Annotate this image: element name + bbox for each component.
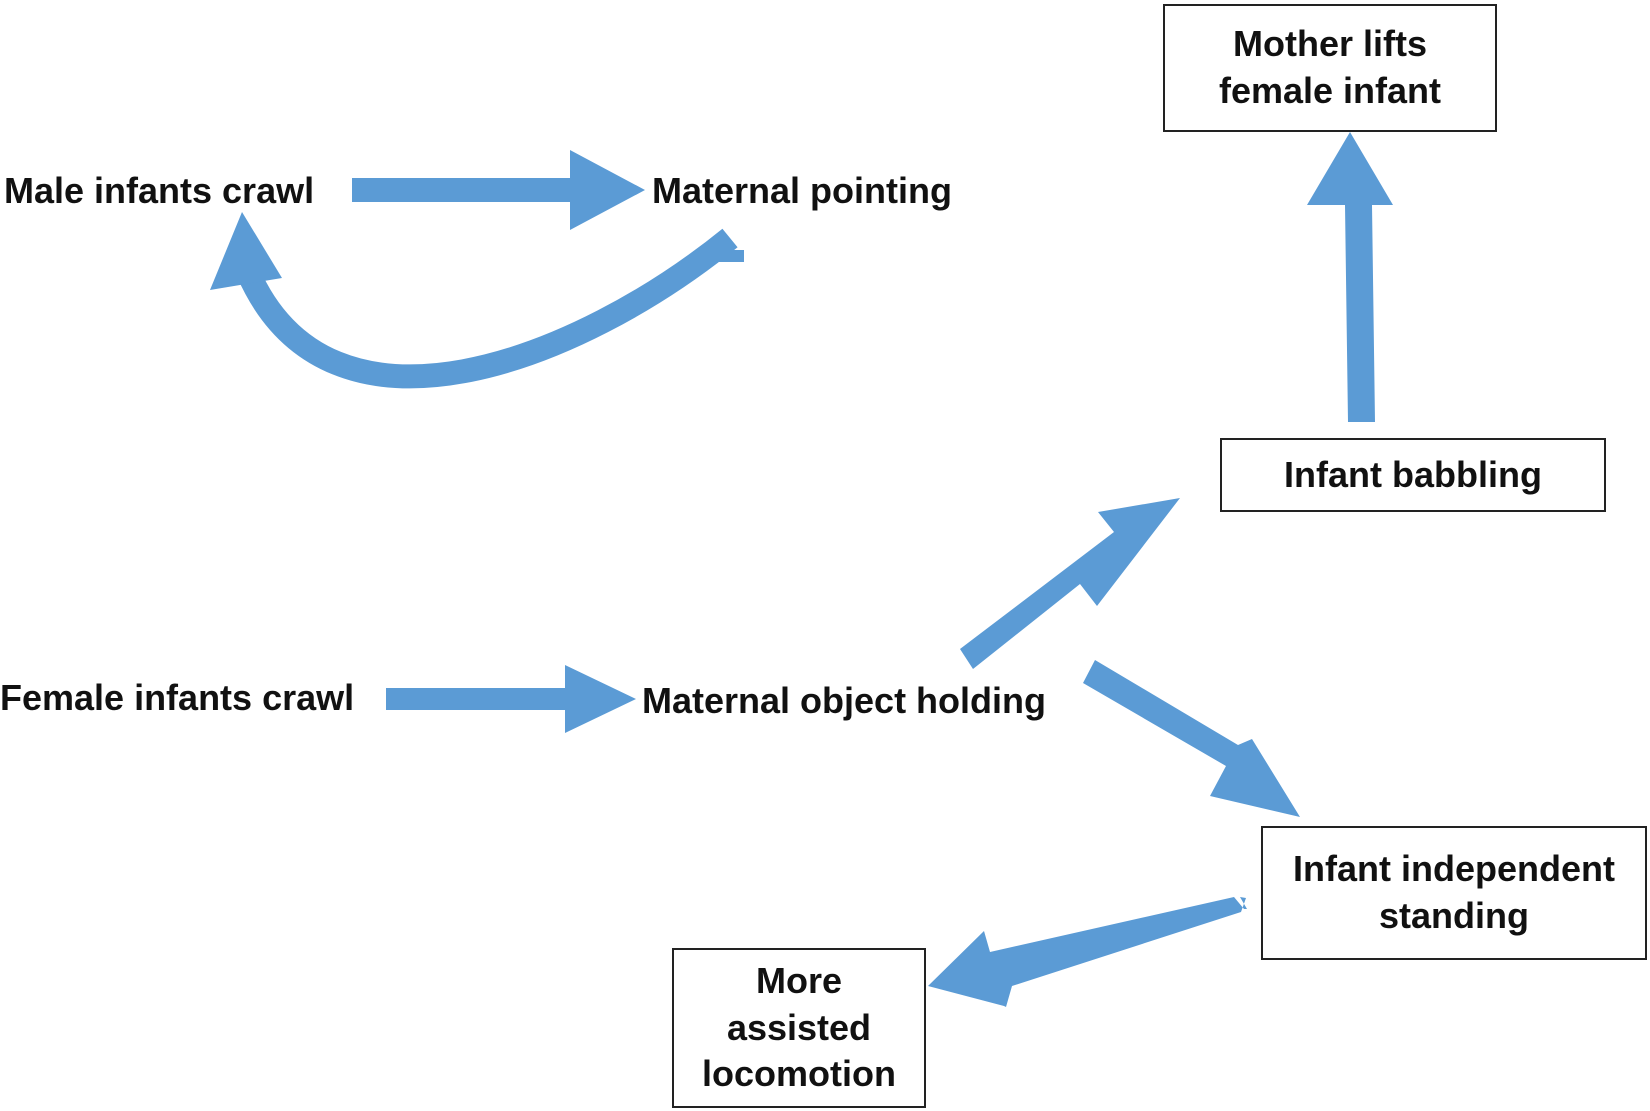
curve-pointing-to-male-crawl: [237, 228, 738, 389]
assisted-locomotion-label: More assisted locomotion: [702, 959, 896, 1095]
arrow-babbling-to-mother-lifts: [1307, 132, 1393, 422]
infant-babbling-label: Infant babbling: [1284, 453, 1542, 495]
node-mother-lifts-female-infant: Mother lifts female infant: [1163, 4, 1497, 132]
node-infant-babbling: Infant babbling: [1220, 438, 1606, 512]
node-maternal-pointing: Maternal pointing: [652, 170, 952, 211]
arrow-male-crawl-to-pointing: [352, 150, 645, 230]
node-male-infants-crawl: Male infants crawl: [4, 170, 315, 211]
arrow-standing-to-assisted-locomotion: [928, 897, 1247, 1007]
node-infant-independent-standing: Infant independent standing: [1261, 826, 1647, 960]
arrow-object-holding-to-standing: [1083, 660, 1300, 817]
mother-lifts-label: Mother lifts female infant: [1218, 23, 1442, 111]
node-more-assisted-locomotion: More assisted locomotion: [672, 948, 926, 1108]
arrow-female-crawl-to-object-holding: [386, 665, 636, 733]
arrow-object-holding-to-babbling: [960, 498, 1180, 669]
arrowhead-into-male-crawl: [210, 212, 282, 290]
node-maternal-object-holding: Maternal object holding: [642, 680, 1047, 721]
node-female-infants-crawl: Female infants crawl: [0, 677, 355, 718]
independent-standing-label: Infant independent standing: [1293, 848, 1615, 936]
curve-end-cap: [716, 242, 744, 262]
